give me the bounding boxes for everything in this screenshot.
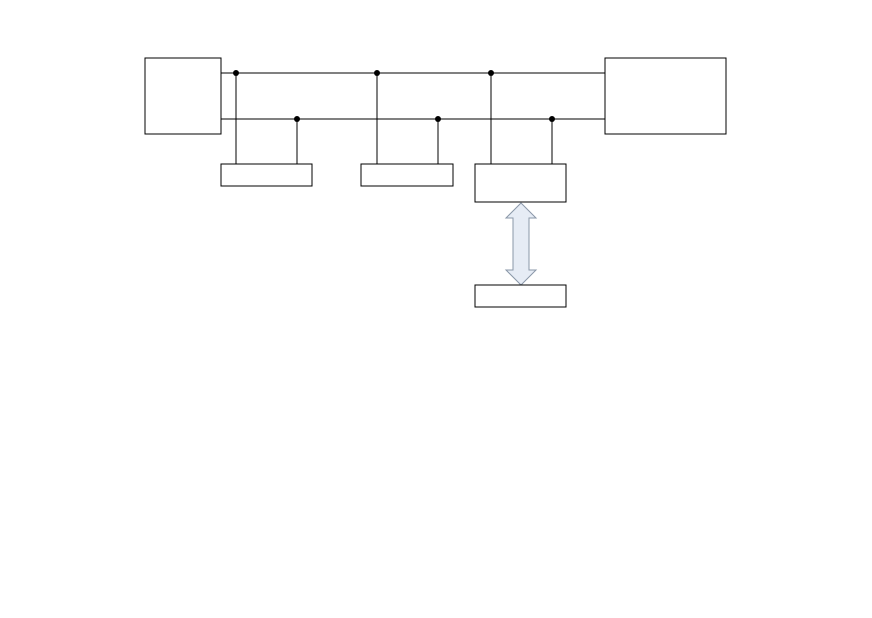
junction-dot <box>294 116 300 122</box>
junction-dot <box>488 70 494 76</box>
junction-dot <box>435 116 441 122</box>
bidirectional-arrow-icon <box>504 202 538 286</box>
node-box-1 <box>220 163 313 187</box>
node-box-3 <box>474 163 567 203</box>
node-box-2 <box>360 163 454 187</box>
right-block <box>604 57 727 135</box>
left-block <box>144 57 222 135</box>
peripheral-box <box>474 284 567 308</box>
junction-dot <box>374 70 380 76</box>
junction-dot <box>233 70 239 76</box>
junction-dot <box>549 116 555 122</box>
